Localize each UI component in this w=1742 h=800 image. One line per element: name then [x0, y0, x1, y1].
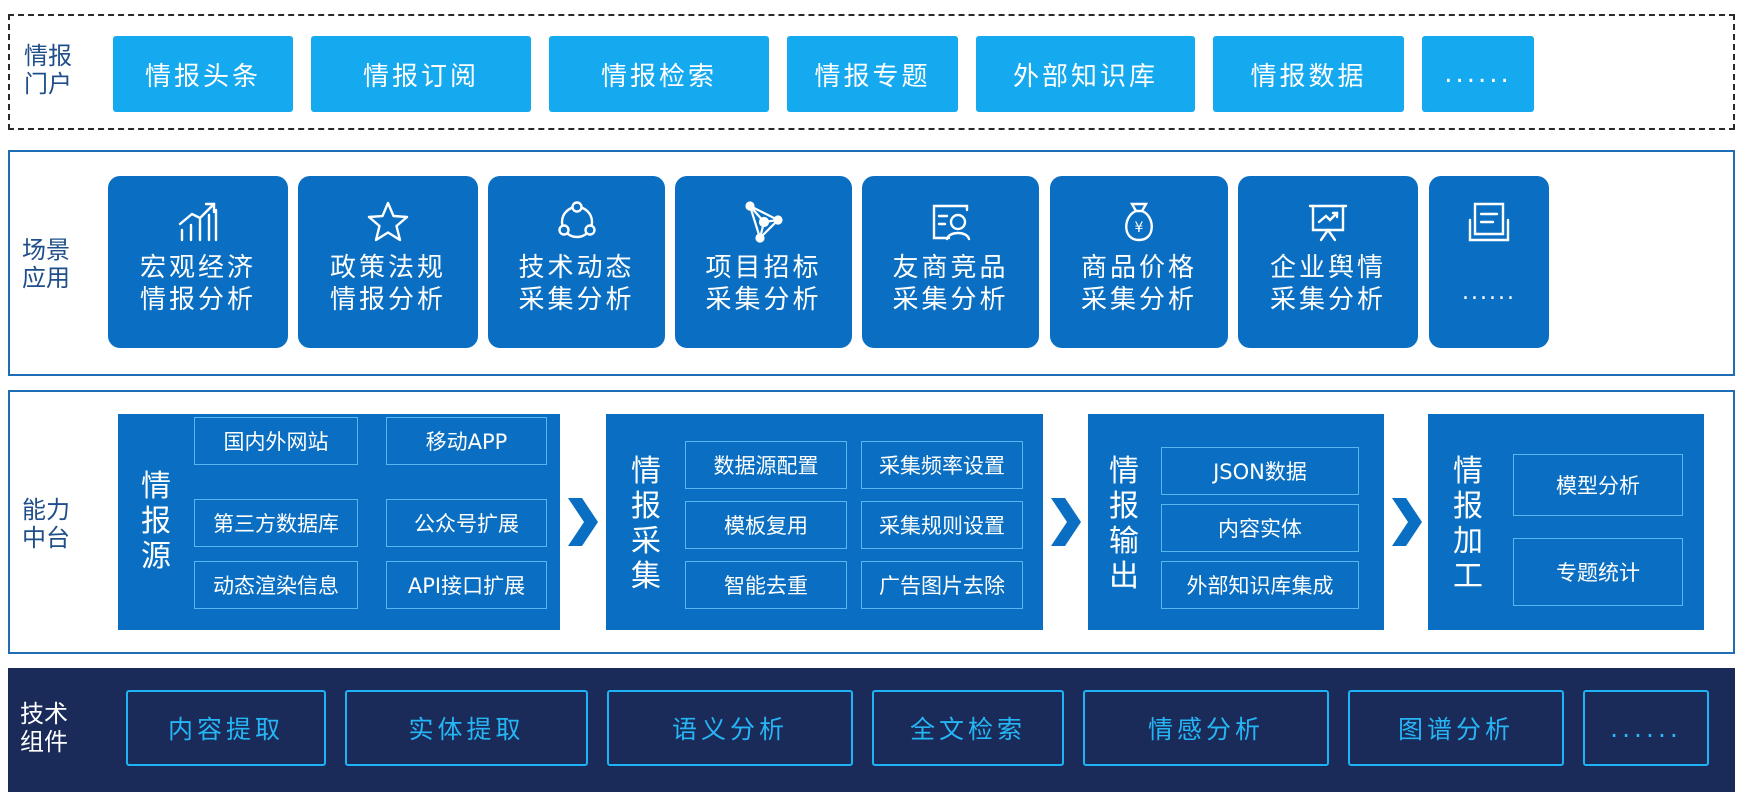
source-item[interactable]: 移动APP [386, 417, 547, 465]
scene-card-label: 项目招标 采集分析 [705, 253, 822, 315]
source-item[interactable]: API接口扩展 [386, 561, 547, 609]
tech-item-sentiment-analysis[interactable]: 情感分析 [1083, 690, 1329, 766]
scene-card-label: 政策法规 情报分析 [329, 253, 446, 315]
document-icon [1468, 202, 1510, 242]
processing-item[interactable]: 模型分析 [1513, 454, 1683, 516]
collection-item[interactable]: 数据源配置 [685, 441, 847, 489]
output-item[interactable]: JSON数据 [1161, 447, 1359, 495]
scene-card-label: 商品价格 采集分析 [1080, 253, 1197, 315]
portal-item-headlines[interactable]: 情报头条 [113, 36, 293, 112]
portal-item-external-knowledge[interactable]: 外部知识库 [976, 36, 1195, 112]
scene-card-bidding[interactable]: 项目招标 采集分析 [675, 176, 852, 348]
collection-item[interactable]: 智能去重 [685, 561, 847, 609]
portal-item-topics[interactable]: 情报专题 [787, 36, 958, 112]
scene-card-label: 宏观经济 情报分析 [139, 253, 256, 315]
scene-card-label: 技术动态 采集分析 [518, 253, 635, 315]
money-bag-icon: ¥ [1125, 202, 1153, 242]
star-icon [367, 201, 409, 242]
portal-item-data[interactable]: 情报数据 [1213, 36, 1404, 112]
collection-item[interactable]: 采集频率设置 [861, 441, 1023, 489]
tech-item-more[interactable]: ...... [1583, 690, 1709, 766]
scenario-layer-label: 场景 应用 [22, 236, 70, 292]
id-search-icon [932, 204, 970, 241]
chevron-right-icon [1051, 498, 1081, 546]
processing-item[interactable]: 专题统计 [1513, 538, 1683, 606]
scene-card-more[interactable]: ...... [1429, 176, 1549, 348]
scene-card-label: 友商竞品 采集分析 [892, 253, 1009, 315]
capability-layer: 能力 中台 情 报 源 国内外网站 移动APP 第三方数据库 公众号扩展 动态渲… [8, 390, 1735, 654]
source-item[interactable]: 动态渲染信息 [194, 561, 358, 609]
source-item[interactable]: 第三方数据库 [194, 499, 358, 547]
scene-card-competitors[interactable]: 友商竞品 采集分析 [862, 176, 1039, 348]
block-intel-output: 情 报 输 出 JSON数据 内容实体 外部知识库集成 [1088, 414, 1384, 630]
portal-item-more[interactable]: ...... [1422, 36, 1534, 112]
scene-card-prices[interactable]: ¥ 商品价格 采集分析 [1050, 176, 1228, 348]
scene-card-policy[interactable]: 政策法规 情报分析 [298, 176, 478, 348]
chevron-right-icon [1392, 498, 1422, 546]
network-graph-icon [744, 201, 783, 243]
collection-item[interactable]: 模板复用 [685, 501, 847, 549]
scenario-layer: 场景 应用 宏观经济 情报分析 政策法规 情报分析 技术动态 采集分析 项目招标… [8, 150, 1735, 376]
block-title: 情 报 采 集 [631, 454, 661, 594]
block-title: 情 报 加 工 [1453, 454, 1483, 594]
source-item[interactable]: 公众号扩展 [386, 499, 547, 547]
growth-chart-icon [178, 202, 218, 242]
tech-item-content-extraction[interactable]: 内容提取 [126, 690, 326, 766]
tech-item-entity-extraction[interactable]: 实体提取 [345, 690, 588, 766]
source-item[interactable]: 国内外网站 [194, 417, 358, 465]
portal-layer: 情报 门户 情报头条 情报订阅 情报检索 情报专题 外部知识库 情报数据 ...… [8, 14, 1735, 130]
output-item[interactable]: 内容实体 [1161, 504, 1359, 552]
portal-item-search[interactable]: 情报检索 [549, 36, 769, 112]
tech-item-graph-analysis[interactable]: 图谱分析 [1348, 690, 1564, 766]
collection-item[interactable]: 广告图片去除 [861, 561, 1023, 609]
scene-card-tech-trends[interactable]: 技术动态 采集分析 [488, 176, 665, 348]
portal-item-subscription[interactable]: 情报订阅 [311, 36, 531, 112]
scene-card-label: 企业舆情 采集分析 [1269, 253, 1386, 315]
cycle-nodes-icon [557, 201, 596, 239]
block-intel-processing: 情 报 加 工 模型分析 专题统计 [1428, 414, 1704, 630]
tech-item-semantic-analysis[interactable]: 语义分析 [607, 690, 853, 766]
block-title: 情 报 源 [141, 469, 171, 574]
output-item[interactable]: 外部知识库集成 [1161, 561, 1359, 609]
block-intel-source: 情 报 源 国内外网站 移动APP 第三方数据库 公众号扩展 动态渲染信息 AP… [118, 414, 560, 630]
block-intel-collection: 情 报 采 集 数据源配置 采集频率设置 模板复用 采集规则设置 智能去重 广告… [606, 414, 1043, 630]
svg-text:¥: ¥ [1135, 220, 1144, 236]
scene-card-public-opinion[interactable]: 企业舆情 采集分析 [1238, 176, 1418, 348]
tech-item-fulltext-search[interactable]: 全文检索 [872, 690, 1064, 766]
tech-layer-label: 技术 组件 [20, 700, 68, 756]
block-title: 情 报 输 出 [1109, 454, 1139, 594]
scene-card-more-label: ...... [1462, 280, 1516, 305]
chevron-right-icon [568, 498, 598, 546]
tech-layer: 技术 组件 内容提取 实体提取 语义分析 全文检索 情感分析 图谱分析 ....… [8, 668, 1735, 792]
capability-layer-label: 能力 中台 [22, 496, 70, 552]
scene-card-macro-economy[interactable]: 宏观经济 情报分析 [108, 176, 288, 348]
portal-layer-label: 情报 门户 [24, 42, 72, 98]
presentation-board-icon [1308, 204, 1348, 242]
collection-item[interactable]: 采集规则设置 [861, 501, 1023, 549]
